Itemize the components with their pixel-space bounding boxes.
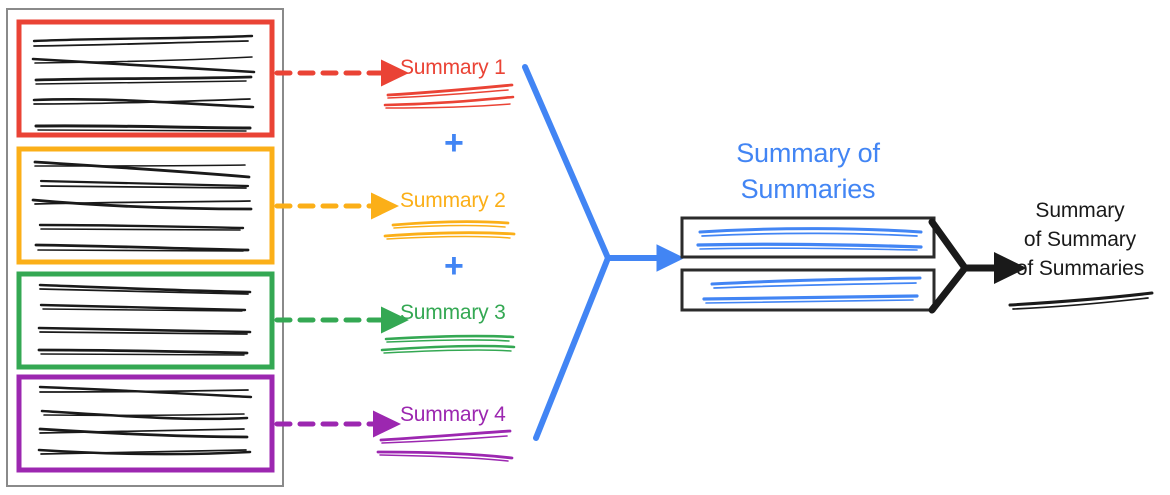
chunk-3-text-lines — [37, 283, 252, 356]
final-output-title-line-2: of Summary — [1023, 228, 1137, 251]
summary-of-summaries-title-line-2: Summaries — [740, 174, 876, 204]
summary-3-lines — [380, 334, 516, 354]
chunk-2-text-lines — [31, 160, 253, 252]
chunk-box-3 — [16, 271, 275, 370]
sos-box-2-lines — [702, 276, 922, 304]
summary-1-lines — [383, 83, 515, 109]
merge-arrow-black — [928, 218, 969, 314]
summary-3-label: Summary 3 — [400, 301, 506, 324]
summary-4-label: Summary 4 — [400, 403, 506, 426]
chunk-4-text-lines — [37, 385, 253, 456]
summary-4-lines — [376, 429, 514, 462]
final-output-title-line-1: Summary — [1035, 199, 1125, 222]
final-output-title-line-3: of Summaries — [1015, 257, 1145, 280]
final-output-lines — [1008, 291, 1154, 310]
summary-2-label: Summary 2 — [400, 189, 506, 212]
chunk-1-text-lines — [31, 34, 256, 132]
sos-box-1 — [680, 216, 936, 259]
merge-arrow-blue — [522, 64, 611, 441]
chunk-box-2 — [16, 146, 275, 265]
plus-operator-1: + — [444, 124, 464, 162]
chunk-box-4 — [16, 374, 275, 473]
summary-of-summaries-title-line-1: Summary of — [736, 138, 880, 168]
chunk-box-1 — [16, 19, 275, 138]
summary-2-lines — [383, 220, 516, 240]
summary-1-label: Summary 1 — [400, 56, 506, 79]
sos-box-1-lines — [696, 227, 923, 251]
sos-box-2 — [680, 268, 936, 312]
source-documents-container — [6, 8, 284, 487]
plus-operator-2: + — [444, 247, 464, 285]
